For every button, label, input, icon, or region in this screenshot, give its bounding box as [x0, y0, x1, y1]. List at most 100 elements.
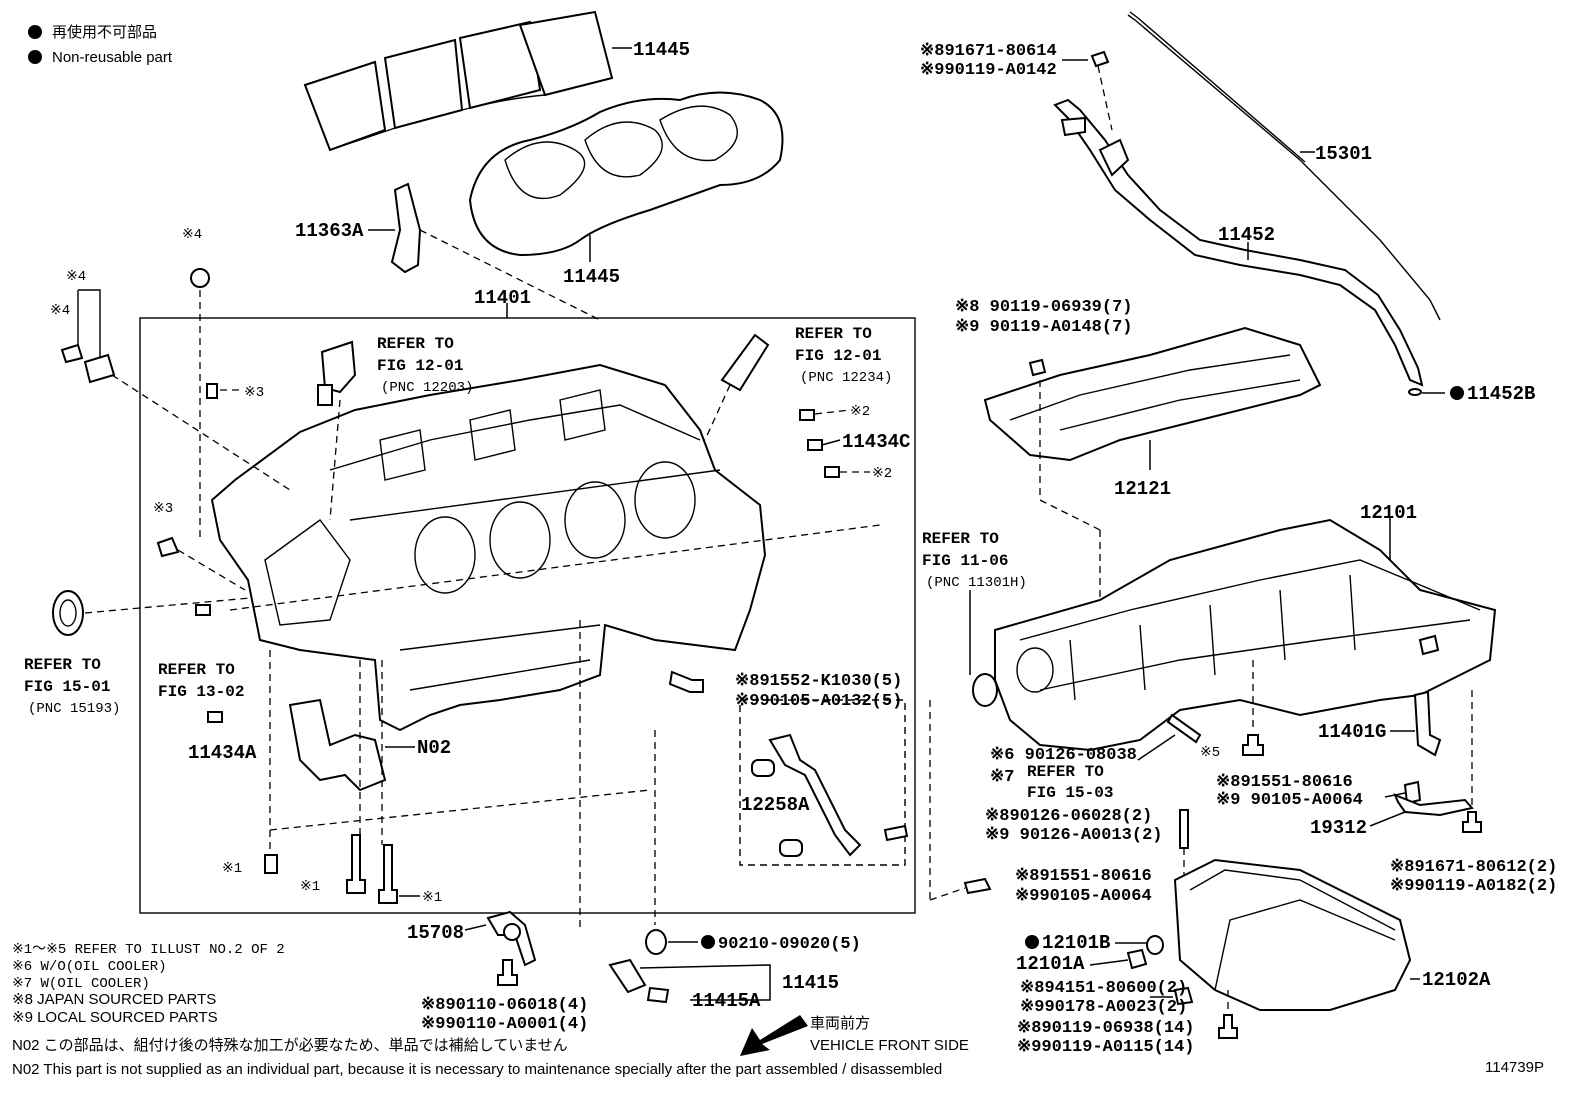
ref2-l1: REFER TO — [795, 325, 872, 343]
plug — [317, 384, 333, 406]
mark-2a: ※2 — [850, 404, 870, 420]
num-90105-b: ※990105-A0064 — [1015, 887, 1152, 906]
label-15301: 15301 — [1315, 143, 1372, 165]
bolt-90119-06938 — [1218, 1014, 1238, 1039]
union — [83, 353, 116, 384]
union-bolt — [60, 343, 84, 364]
mark-3b: ※3 — [153, 501, 173, 517]
label-11401: 11401 — [474, 287, 531, 309]
label-11445-top: 11445 — [633, 39, 690, 61]
cylinder-sleeve-upper — [303, 10, 614, 152]
mark-4b: ※4 — [66, 269, 86, 285]
num-90105-a: ※9 90105-A0064 — [1216, 791, 1363, 810]
ref5-l1: REFER TO — [922, 530, 999, 548]
front-arrow-icon — [740, 1015, 808, 1056]
main-bearing-bolt — [378, 844, 398, 904]
mark-1b: ※1 — [300, 879, 320, 895]
label-11434c: 11434C — [842, 431, 910, 453]
num-90119-local: ※990119-A0142 — [920, 61, 1057, 80]
main-bearing-bolt — [346, 834, 366, 894]
plug — [264, 854, 278, 874]
ref4-l2: FIG 13-02 — [158, 683, 244, 701]
num-90119-a0182: ※990119-A0182(2) — [1390, 877, 1557, 896]
bracket-19312 — [1393, 793, 1474, 817]
illustration-id: 114739P — [1485, 1059, 1544, 1076]
sensor-12234 — [720, 333, 770, 392]
cylinder-block — [210, 363, 767, 732]
label-12101: 12101 — [1360, 502, 1417, 524]
bolt — [1242, 734, 1264, 756]
label-11363a: 11363A — [295, 220, 364, 242]
bolt-90110 — [497, 959, 518, 986]
num-91551-a: ※891551-80616 — [1216, 773, 1353, 792]
cylinder-sleeve-lower — [468, 91, 784, 257]
dipstick-15301 — [1127, 14, 1441, 321]
label-11415: 11415 — [782, 972, 839, 994]
o-ring — [972, 673, 998, 707]
note-4: ※8 JAPAN SOURCED PARTS — [12, 991, 216, 1008]
ref3-l1: REFER TO — [24, 656, 101, 674]
num-91552-jp: ※891552-K1030(5) — [735, 672, 902, 691]
num-94151: ※894151-80600(2) — [1020, 979, 1187, 998]
straight-pin — [824, 466, 840, 478]
rear-oil-seal — [52, 590, 84, 636]
nonreusable-dot-icon — [1025, 935, 1039, 949]
straight-pin — [799, 409, 815, 421]
front-en: VEHICLE FRONT SIDE — [810, 1037, 969, 1054]
nonreusable-dot-icon — [1450, 386, 1464, 400]
num-90126-a0013: ※9 90126-A0013(2) — [985, 826, 1162, 845]
plug — [1418, 634, 1440, 656]
ref6-l2: FIG 15-03 — [1027, 784, 1113, 802]
gasket-90210 — [645, 929, 667, 955]
ref4-l1: REFER TO — [158, 661, 235, 679]
note-n02-en: N02 This part is not supplied as an indi… — [12, 1061, 942, 1078]
front-jp: 車両前方 — [810, 1015, 870, 1032]
label-12101a: 12101A — [1016, 953, 1085, 975]
label-90210: 90210-09020(5) — [718, 935, 861, 954]
num-90119-a0148: ※9 90119-A0148(7) — [955, 318, 1132, 337]
nozzle — [751, 759, 775, 777]
bolt-91552 — [668, 670, 704, 693]
label-11445-bottom: 11445 — [563, 266, 620, 288]
label-11401g: 11401G — [1318, 721, 1386, 743]
num-90126-08038: ※6 90126-08038 — [990, 746, 1137, 765]
num-91671-jp: ※891671-80614 — [920, 42, 1057, 61]
o-ring-11452b — [1408, 388, 1422, 396]
label-19312: 19312 — [1310, 817, 1367, 839]
mark-3a: ※3 — [244, 385, 264, 401]
ref5-l3: (PNC 11301H) — [926, 575, 1027, 591]
num-90110-jp: ※890110-06018(4) — [421, 996, 588, 1015]
label-12101b: 12101B — [1042, 932, 1110, 954]
num-91671-80612: ※891671-80612(2) — [1390, 858, 1557, 877]
dowel-pin — [206, 383, 218, 399]
note-2: ※6 W/O(OIL COOLER) — [12, 959, 167, 975]
label-12258a: 12258A — [741, 794, 810, 816]
dowel-11434a — [207, 711, 223, 723]
mark-4a: ※4 — [182, 227, 202, 243]
lower-oil-pan-12102a — [1173, 858, 1412, 1011]
note-5: ※9 LOCAL SOURCED PARTS — [12, 1009, 218, 1026]
mark-1a: ※1 — [222, 861, 242, 877]
ref3-l2: FIG 15-01 — [24, 678, 110, 696]
label-11415a: 11415A — [692, 990, 761, 1012]
bolt-91551 — [1403, 780, 1422, 805]
num-91551-b: ※891551-80616 — [1015, 867, 1152, 886]
bracket-11363a — [390, 182, 422, 274]
oil-baffle-12121 — [983, 326, 1322, 462]
mark-1c: ※1 — [422, 890, 442, 906]
mark-4c: ※4 — [50, 303, 70, 319]
num-90126-06028: ※890126-06028(2) — [985, 807, 1152, 826]
mark-2b: ※2 — [872, 466, 892, 482]
note-n02-jp: N02 この部品は、組付け後の特殊な加工が必要なため、単品では補給していません — [12, 1037, 568, 1054]
nonreusable-dot-icon — [701, 935, 715, 949]
mark-5: ※5 — [1200, 745, 1220, 761]
union-bolt — [883, 824, 909, 842]
cylinder-block-group-box — [139, 317, 916, 914]
dowel-pin — [195, 604, 211, 616]
label-11434a: 11434A — [188, 742, 257, 764]
drain-plug-12101a — [1126, 948, 1148, 970]
plug-bolt — [156, 536, 180, 558]
bolt-91671 — [1462, 811, 1482, 833]
note-3: ※7 W(OIL COOLER) — [12, 976, 150, 992]
